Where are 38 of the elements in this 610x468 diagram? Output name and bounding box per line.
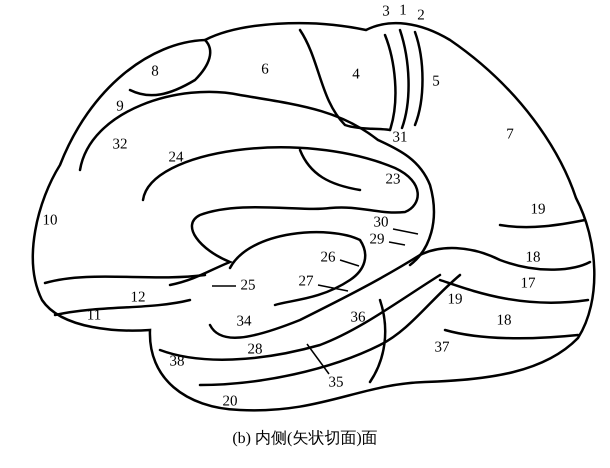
area-number: 19 xyxy=(530,202,546,218)
area-number: 29 xyxy=(368,232,386,248)
area-number: 27 xyxy=(298,274,314,290)
area-number: 37 xyxy=(434,340,450,356)
area-number: 5 xyxy=(431,74,441,90)
area-number: 18 xyxy=(496,314,512,328)
area-number: 34 xyxy=(236,314,252,330)
area-number: 4 xyxy=(351,68,361,82)
area-number: 26 xyxy=(320,250,336,266)
area-number: 24 xyxy=(168,150,184,166)
area-number: 28 xyxy=(246,342,264,358)
leader-line xyxy=(392,228,418,235)
area-number: 2 xyxy=(416,8,426,24)
leader-line xyxy=(340,259,360,267)
area-number: 23 xyxy=(384,172,402,188)
area-number: 19 xyxy=(446,292,464,308)
area-number: 31 xyxy=(392,130,408,146)
area-number: 8 xyxy=(150,64,160,80)
area-number: 9 xyxy=(115,100,125,114)
area-number: 17 xyxy=(520,276,536,292)
area-number: 36 xyxy=(350,310,366,326)
leader-line xyxy=(212,285,236,287)
area-number: 32 xyxy=(112,138,128,152)
area-number: 3 xyxy=(381,4,391,20)
area-number: 6 xyxy=(260,62,270,78)
figure-caption: (b) 内侧(矢状切面)面 xyxy=(231,428,379,449)
leader-line xyxy=(318,284,348,292)
leader-line xyxy=(388,241,406,246)
leader-line xyxy=(306,344,330,374)
area-number: 10 xyxy=(42,214,58,228)
area-number: 30 xyxy=(372,216,390,230)
area-number: 12 xyxy=(130,290,146,306)
area-number: 1 xyxy=(398,4,408,18)
area-number: 20 xyxy=(222,394,238,410)
area-number: 18 xyxy=(524,250,542,266)
area-number: 7 xyxy=(505,128,515,142)
area-number: 25 xyxy=(240,278,256,294)
area-number: 35 xyxy=(328,376,344,390)
